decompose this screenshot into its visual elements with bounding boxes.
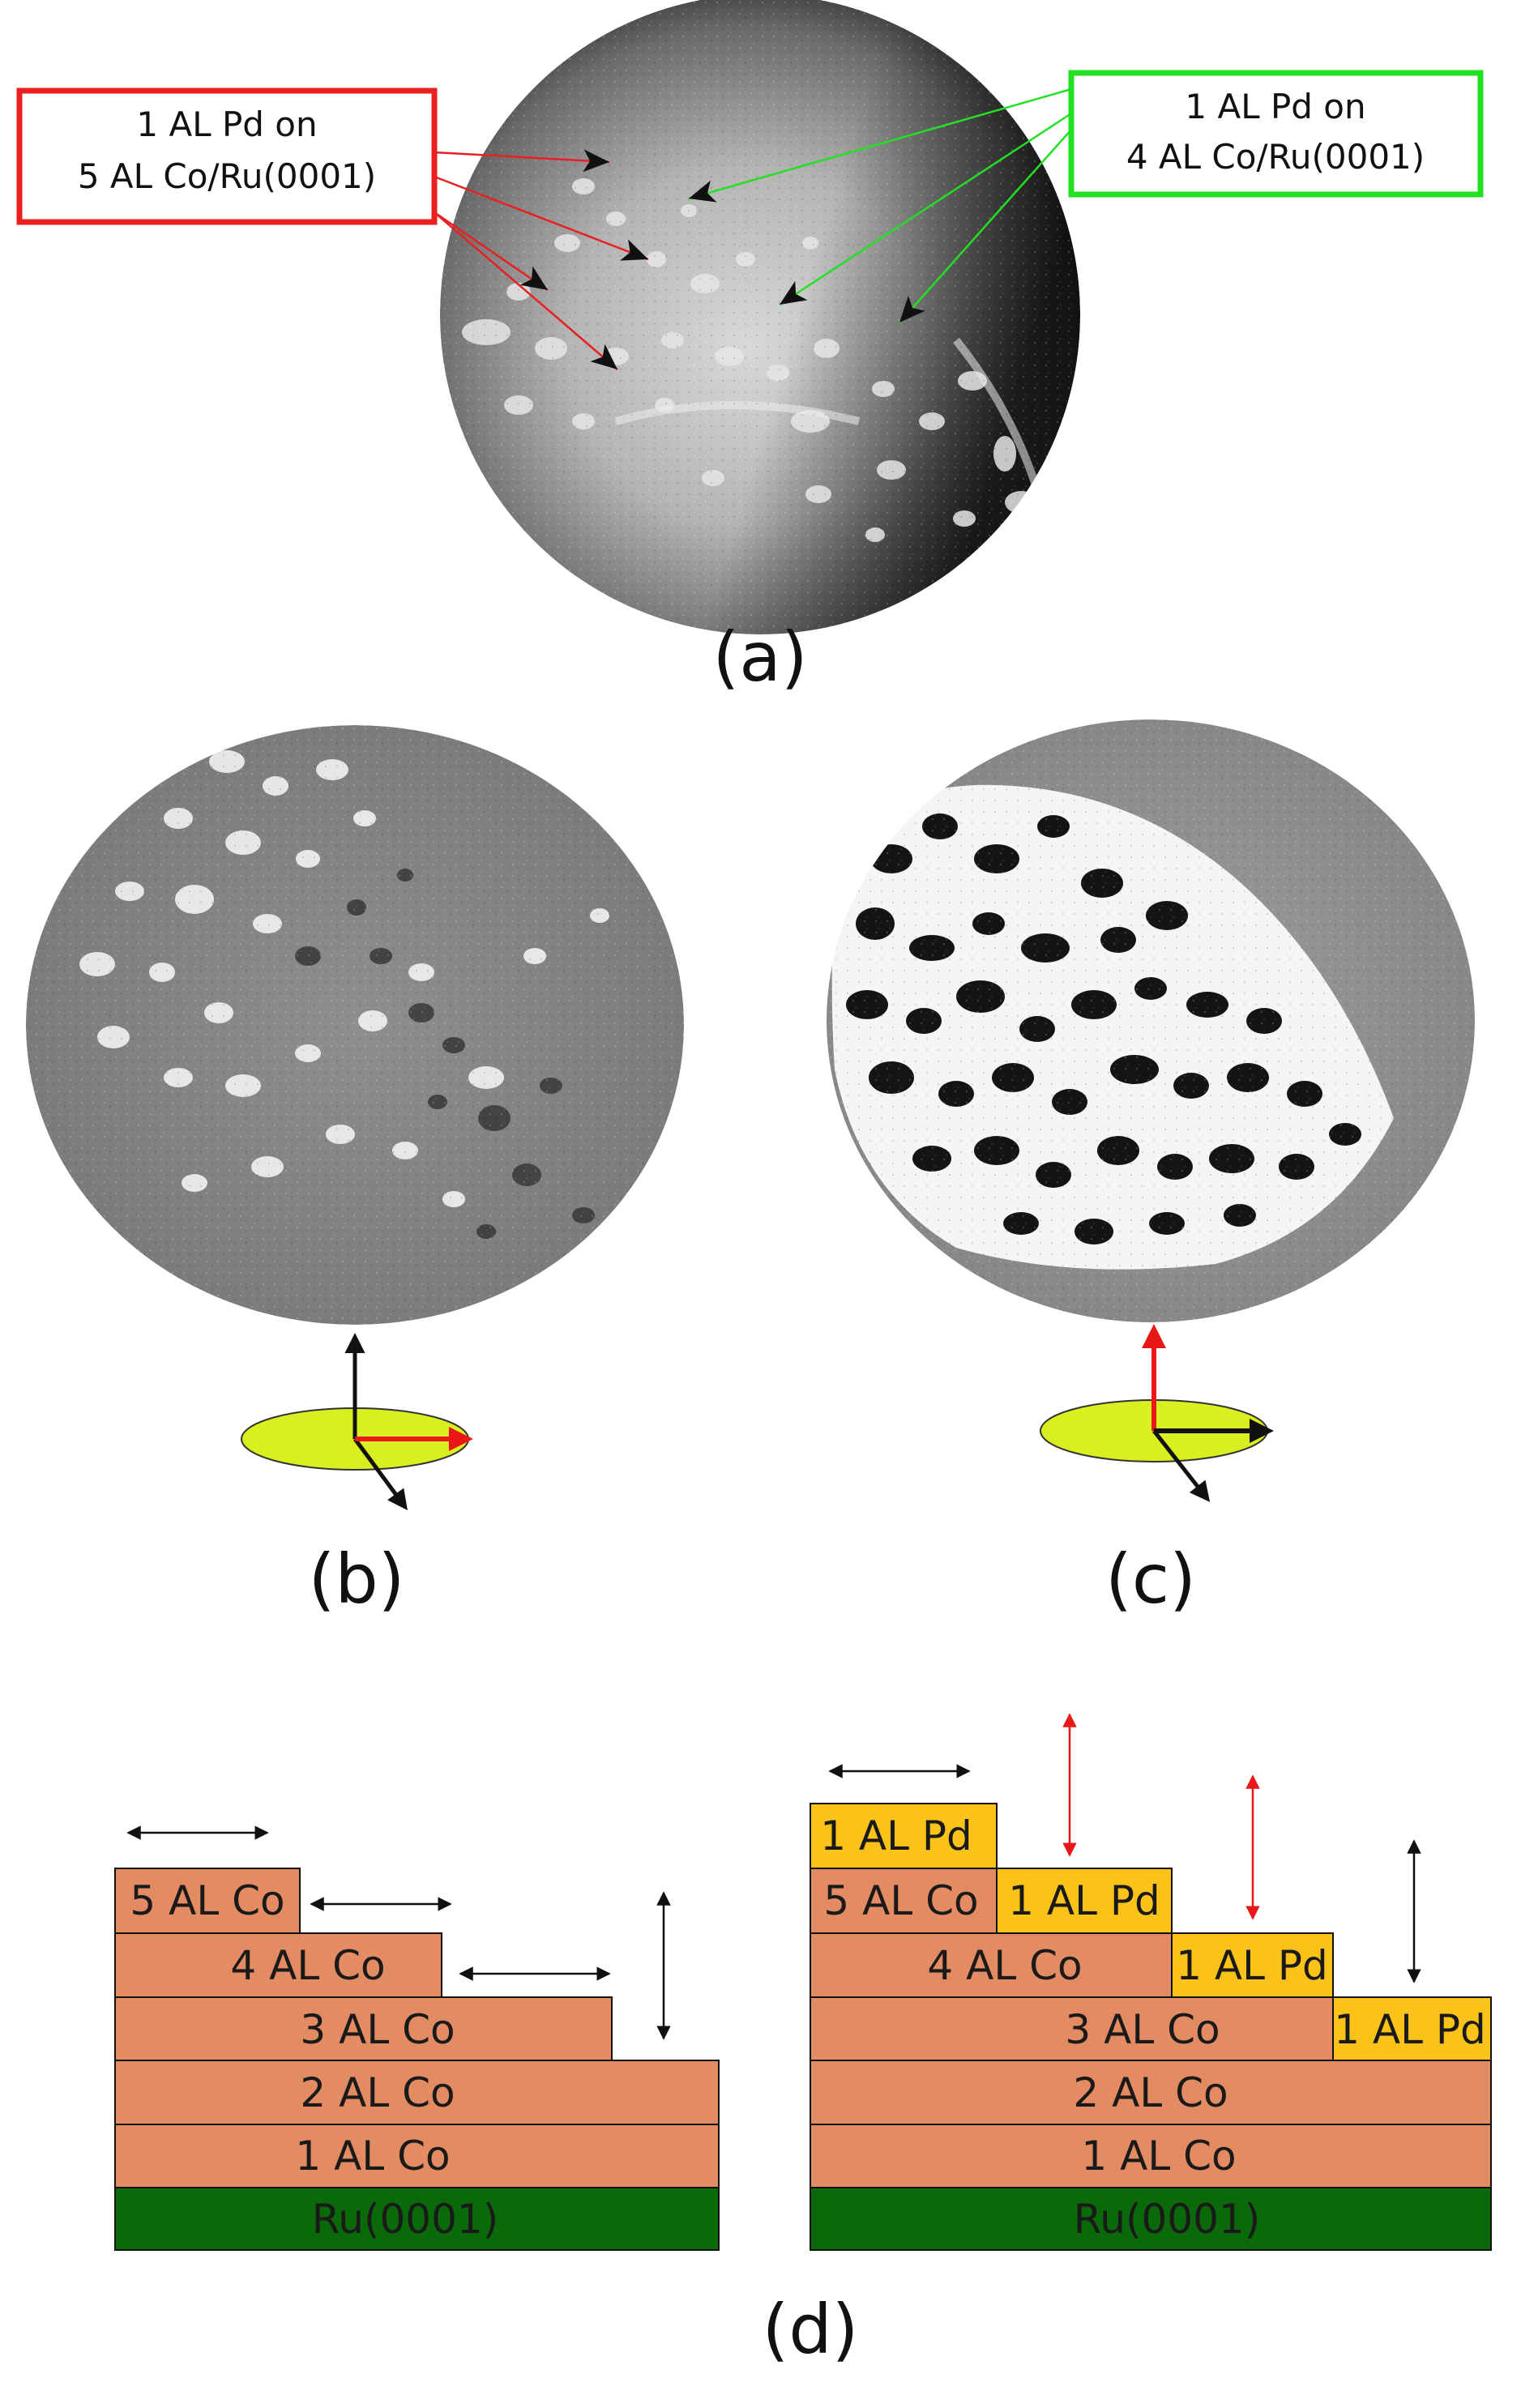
left-substrate-label: Ru(0001) [312,2196,498,2243]
right-layer-1-label: 1 AL Co [1081,2133,1236,2180]
callout-left: 1 AL Pd on 5 AL Co/Ru(0001) [16,88,649,370]
stack-right: 5 AL Co 4 AL Co 3 AL Co 2 AL Co 1 AL Co … [810,1713,1492,2251]
panel-d-label: (d) [763,2290,859,2369]
stack-left: 5 AL Co 4 AL Co 3 AL Co 2 AL Co 1 AL Co … [114,1825,720,2251]
left-layer-5-label: 5 AL Co [130,1877,284,1924]
right-layer-2-label: 2 AL Co [1073,2069,1228,2116]
panel-c: (c) [827,719,1475,1619]
panel-b: (b) [26,725,684,1619]
left-in-plane-arrows [126,1825,671,2040]
pd-layer-on-3-label: 1 AL Pd [1334,2006,1486,2053]
xmcd-image-c [827,719,1475,1322]
right-layer-3-label: 3 AL Co [1065,2006,1220,2053]
right-substrate-label: Ru(0001) [1074,2196,1260,2243]
magnetization-axis-icon-b [241,1333,473,1511]
pd-layer-on-5-label: 1 AL Pd [1008,1877,1160,1924]
left-layer-3-label: 3 AL Co [300,2006,455,2053]
left-layer-2-label: 2 AL Co [300,2069,455,2116]
panel-c-label: (c) [1105,1539,1196,1619]
panel-d: 5 AL Co 4 AL Co 3 AL Co 2 AL Co 1 AL Co … [114,1713,1492,2369]
right-arrows [828,1713,1421,1983]
callout-left-arrowheads [519,149,648,369]
magnetization-axis-icon-c [1040,1324,1274,1502]
pd-layer-on-4-label: 1 AL Pd [1176,1942,1328,1989]
callout-right-arrows [688,88,1072,323]
callout-left-line2: 5 AL Co/Ru(0001) [78,156,376,196]
left-layer-1-label: 1 AL Co [295,2133,450,2180]
callout-left-arrows [434,151,649,370]
panel-a: 1 AL Pd on 5 AL Co/Ru(0001) 1 AL Pd on 4… [16,0,1484,697]
panel-a-label: (a) [712,617,807,697]
right-layer-5-label: 5 AL Co [823,1877,978,1924]
callout-right-line1: 1 AL Pd on [1185,87,1365,126]
callout-right-arrowheads [689,180,925,322]
right-layer-4-label: 4 AL Co [927,1942,1082,1989]
left-layer-4-label: 4 AL Co [230,1942,385,1989]
callout-left-line1: 1 AL Pd on [136,105,317,144]
callout-right: 1 AL Pd on 4 AL Co/Ru(0001) [688,70,1484,323]
pd-layer-top-label: 1 AL Pd [820,1812,972,1859]
xmcd-image-b [26,725,684,1325]
panel-b-label: (b) [309,1539,405,1619]
leem-image-a [440,0,1080,634]
callout-right-line2: 4 AL Co/Ru(0001) [1126,137,1425,177]
